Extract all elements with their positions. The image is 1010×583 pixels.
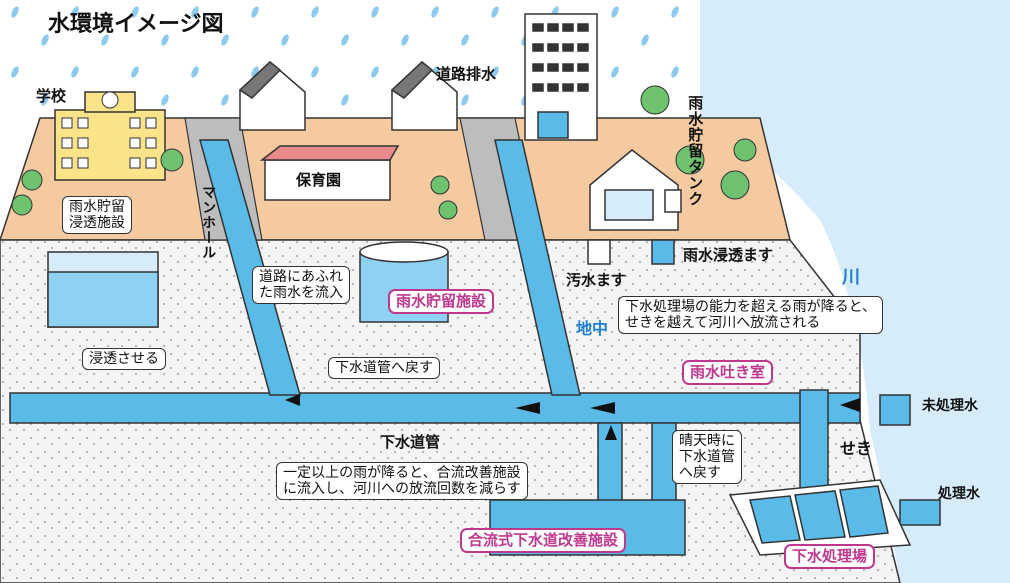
tank-house	[589, 149, 682, 231]
label-return-sewer: 下水道管へ戻す	[328, 357, 440, 380]
label-road-overflow: 道路にあふれ た雨水を流入	[252, 266, 350, 305]
label-rain-storage-tank: 雨水貯留タンク	[686, 95, 705, 207]
trees	[11, 85, 757, 220]
flow-arrows	[285, 394, 860, 440]
label-sewer-pipe: 下水道管	[380, 433, 441, 451]
label-road-drainage: 道路排水	[436, 65, 497, 83]
label-school-facility: 雨水貯留 浸透施設	[62, 196, 132, 235]
label-dry-weather: 晴天時に 下水道管 へ戻す	[672, 430, 742, 485]
label-combined-note: 一定以上の雨が降ると、合流改善施設 に流入し、河川への放流回数を減らす	[276, 462, 528, 501]
label-river: 川	[842, 267, 860, 288]
label-nursery: 保育園	[296, 171, 342, 189]
label-underground: 地中	[576, 319, 609, 338]
treatment-plant-tanks	[728, 479, 912, 556]
school-storage-facility	[47, 251, 159, 328]
diagram-title: 水環境イメージ図	[48, 12, 224, 37]
label-overflow-note: 下水処理場の能力を超える雨が降ると、 せきを越えて河川へ放流される	[618, 296, 884, 335]
office-building	[524, 13, 598, 141]
label-treatment-plant: 下水処理場	[784, 544, 876, 570]
label-weir: せき	[840, 439, 873, 458]
label-treated: 処理水	[938, 486, 980, 502]
river-area	[700, 0, 1010, 583]
school-building	[54, 91, 166, 181]
label-combined-facility: 合流式下水道改善施設	[460, 528, 627, 554]
house-right	[390, 60, 458, 131]
nursery-building	[259, 145, 400, 201]
label-infiltrate: 浸透させる	[82, 348, 166, 371]
house-left	[238, 60, 306, 131]
label-sewage-basin: 汚水ます	[566, 271, 627, 289]
label-rain-outlet: 雨水吐き室	[682, 360, 774, 386]
label-manhole: マンホール	[200, 185, 217, 260]
label-untreated: 未処理水	[922, 398, 978, 414]
label-rain-storage-facility: 雨水貯留施設	[388, 289, 495, 315]
sewer-pipes	[9, 139, 941, 541]
basins	[587, 239, 675, 265]
label-school: 学校	[36, 87, 67, 105]
label-rain-infiltration-basin: 雨水浸透ます	[683, 246, 774, 264]
